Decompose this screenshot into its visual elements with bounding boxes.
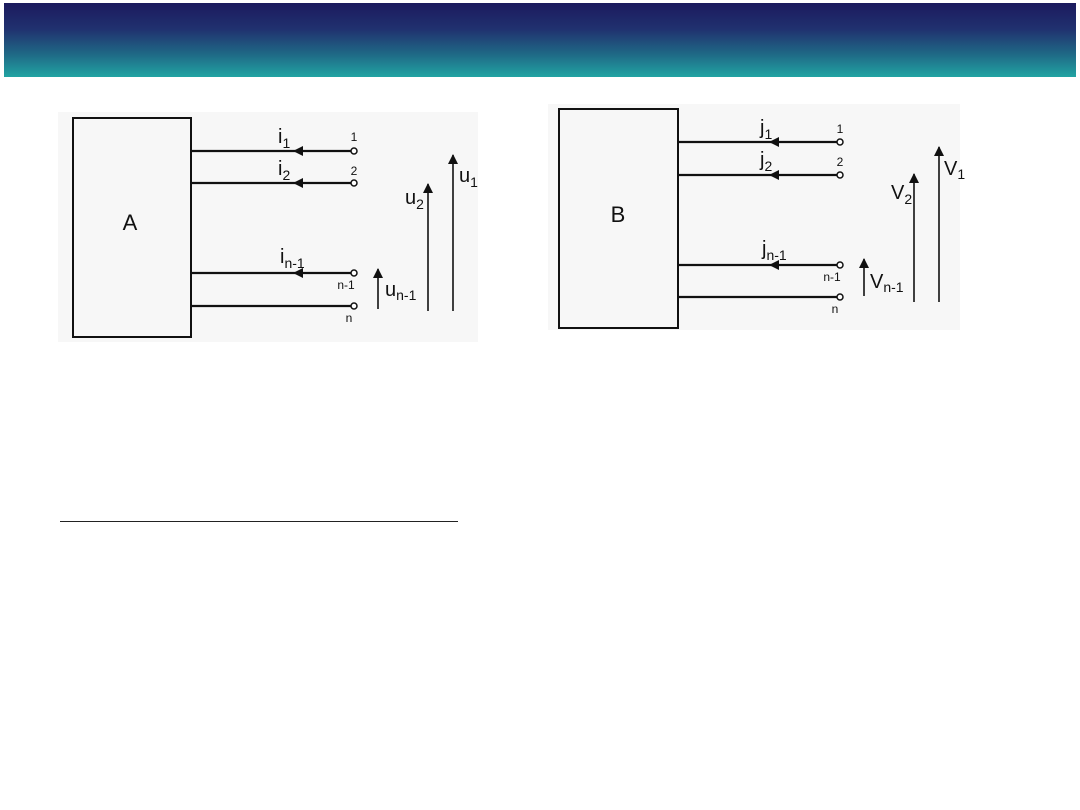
block-a-label: A xyxy=(123,210,138,235)
terminal-label-n: n xyxy=(346,311,353,325)
terminal-1 xyxy=(836,138,844,146)
current-label-1: j1 xyxy=(759,117,772,142)
block-a xyxy=(72,117,192,338)
block-b-label: B xyxy=(611,202,626,227)
terminal-1 xyxy=(350,147,358,155)
voltage-label-1: V1 xyxy=(944,158,965,182)
voltage-label-1: u1 xyxy=(459,165,478,190)
current-label-2: i2 xyxy=(278,158,290,183)
current-label-n-1: in-1 xyxy=(280,246,305,271)
terminal-n xyxy=(350,302,358,310)
voltage-label-n-1: un-1 xyxy=(385,279,417,303)
circuit-diagram-b: B 1 2 n-1 n j1 j2 jn-1 Vn-1 V2 V1 xyxy=(548,104,965,330)
diagram-a-svg: A 1 2 n-1 n i1 i2 in-1 un-1 u2 u1 xyxy=(72,117,478,338)
current-label-n-1: jn-1 xyxy=(761,238,787,263)
terminal-n-1 xyxy=(350,269,358,277)
footnote-divider xyxy=(60,521,458,522)
voltage-label-2: V2 xyxy=(891,182,912,207)
circuit-diagram-a: A 1 2 n-1 n i1 i2 in-1 un-1 u2 u1 xyxy=(58,112,478,342)
terminal-n-1 xyxy=(836,261,844,269)
title-banner xyxy=(4,3,1076,77)
terminal-label-1: 1 xyxy=(351,130,358,144)
terminal-label-2: 2 xyxy=(351,164,358,178)
terminal-label-n: n xyxy=(832,302,839,316)
voltage-label-2: u2 xyxy=(405,187,424,212)
voltage-label-n-1: Vn-1 xyxy=(870,271,904,295)
current-label-2: j2 xyxy=(759,149,772,174)
terminal-2 xyxy=(836,171,844,179)
terminal-n xyxy=(836,293,844,301)
block-b xyxy=(558,108,679,329)
terminal-label-n-1: n-1 xyxy=(823,270,841,284)
diagram-b-svg: B 1 2 n-1 n j1 j2 jn-1 Vn-1 V2 V1 xyxy=(558,108,965,329)
terminal-label-2: 2 xyxy=(837,155,844,169)
terminal-label-n-1: n-1 xyxy=(337,278,355,292)
terminal-2 xyxy=(350,179,358,187)
terminal-label-1: 1 xyxy=(837,122,844,136)
current-label-1: i1 xyxy=(278,126,290,151)
